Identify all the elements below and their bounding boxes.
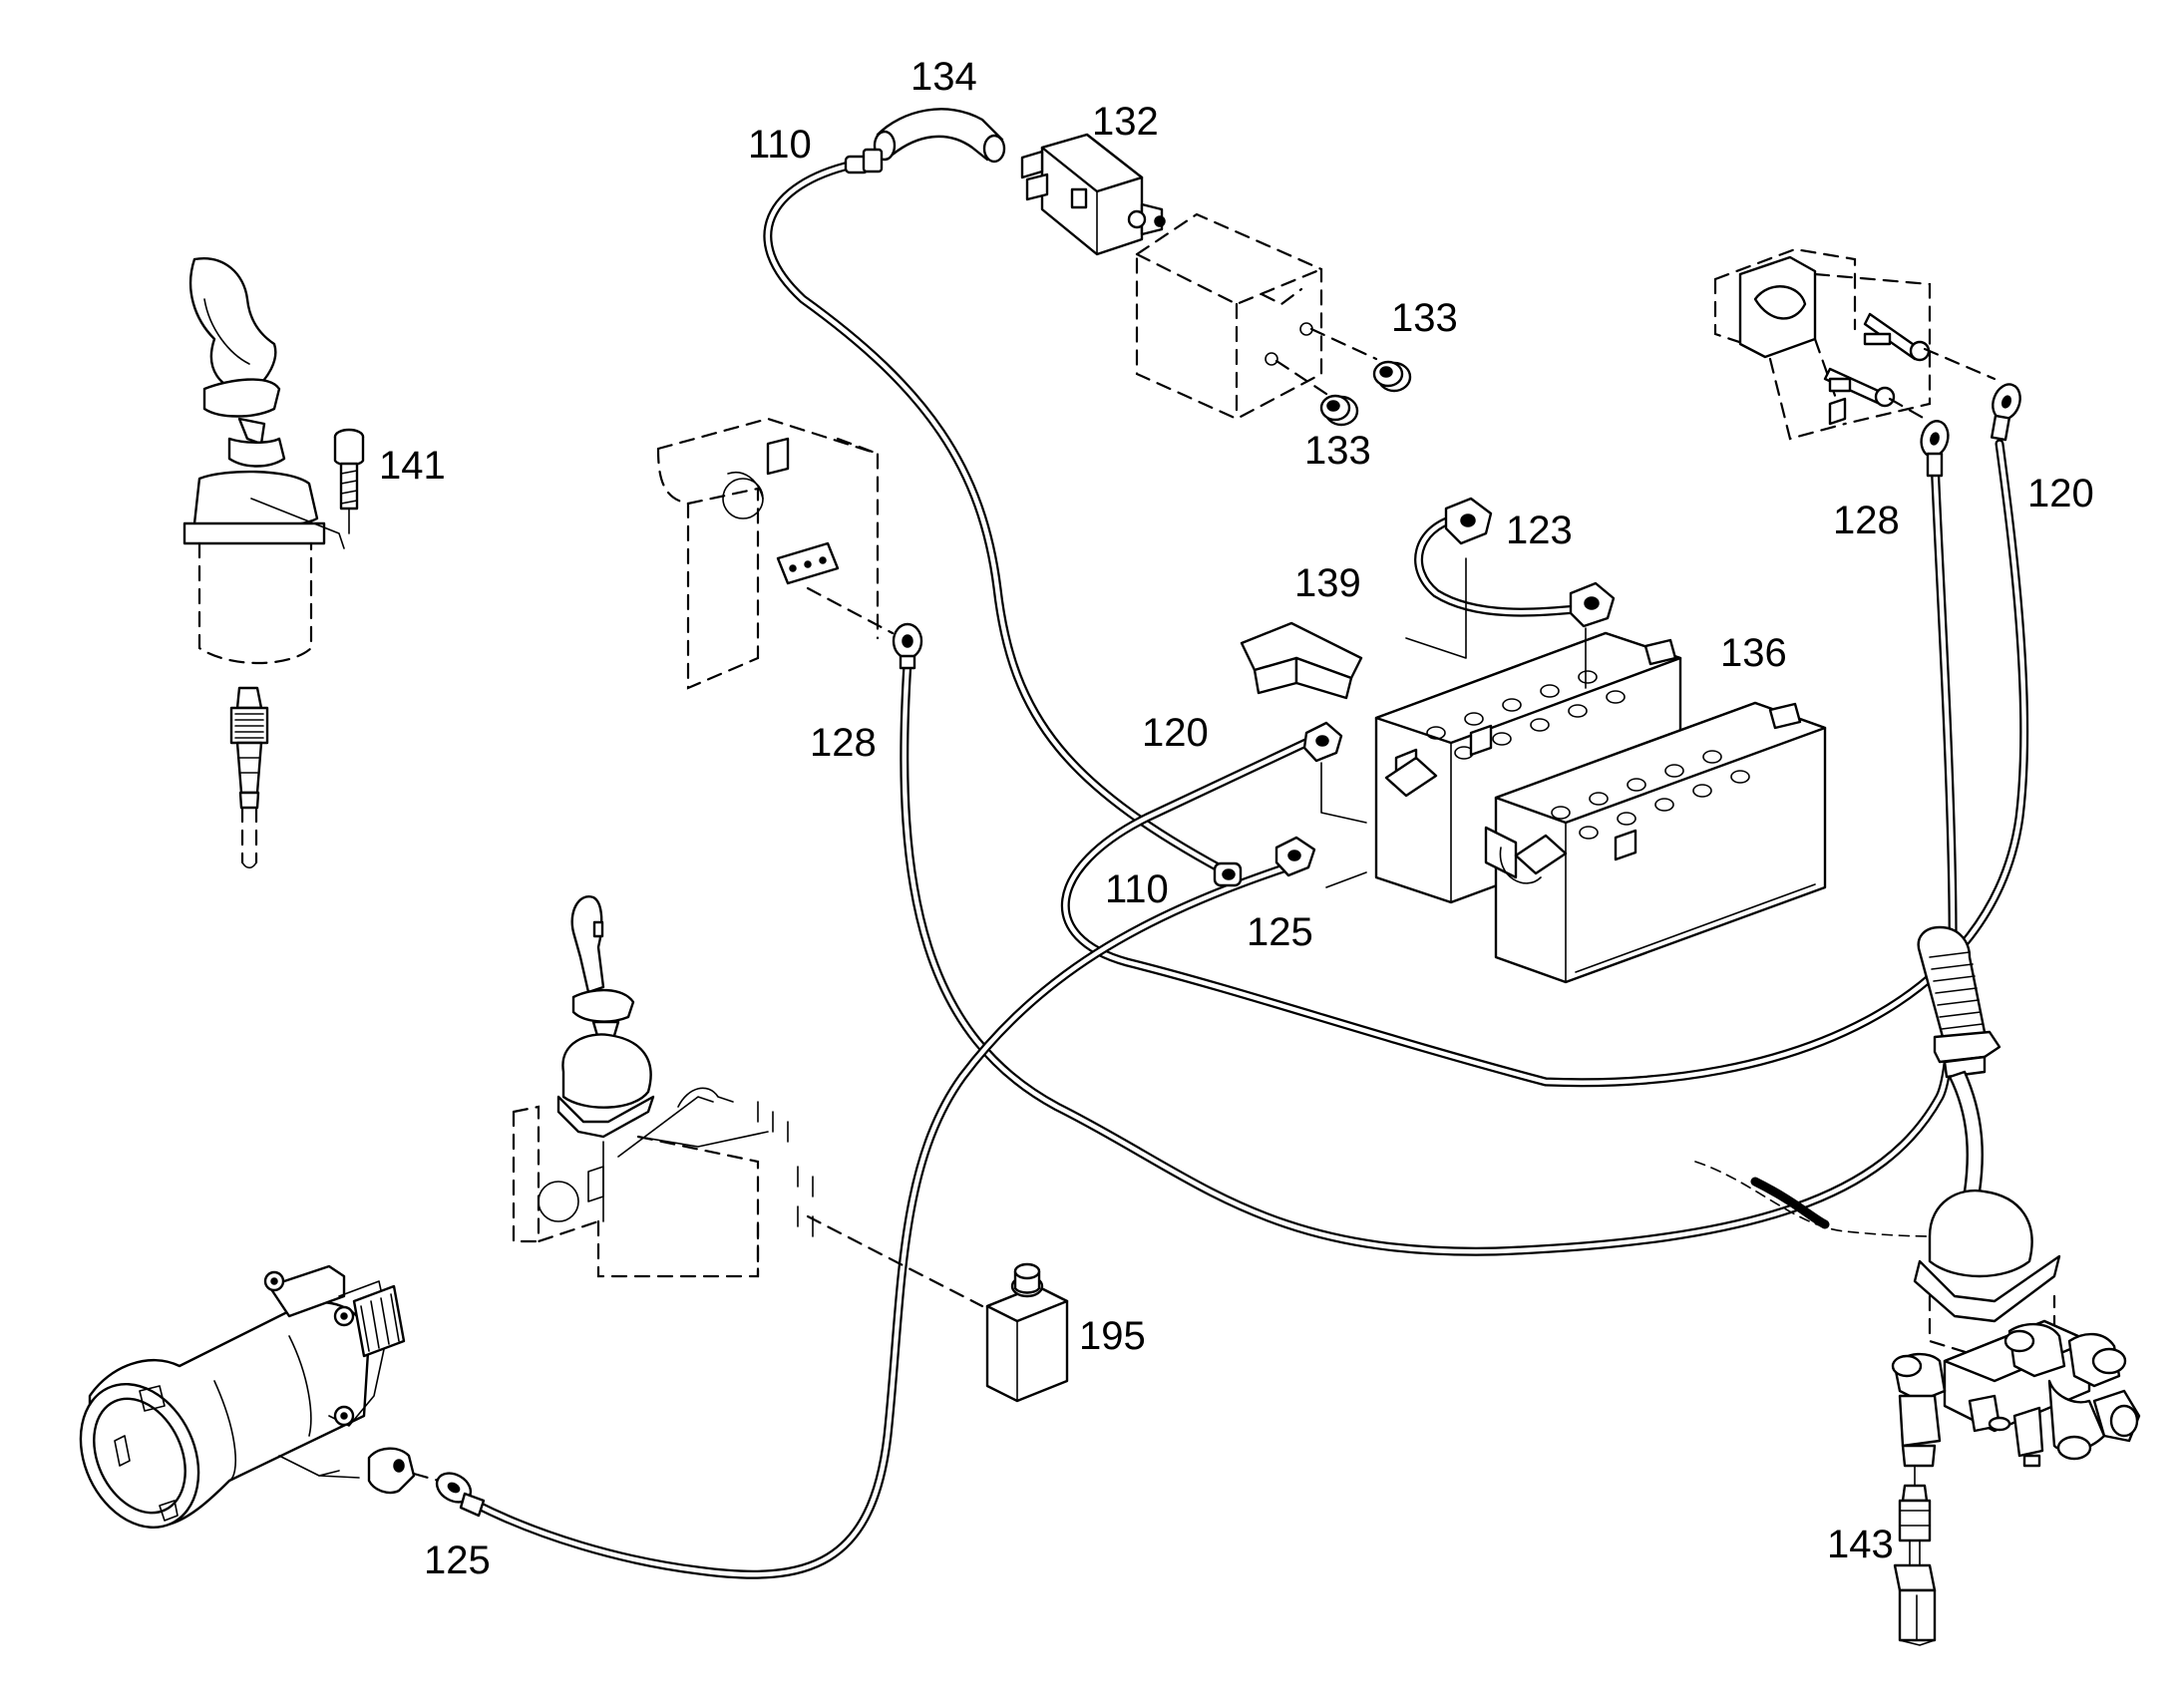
cell-cap [1551,806,1571,820]
cell-cap [1540,684,1560,698]
switch-195 [985,1262,1069,1403]
mounting-block [1135,212,1378,421]
hose-134 [873,108,1006,164]
cell-cap [1530,718,1550,732]
starter-motor [79,1264,406,1530]
ring-terminal-128-right [1920,420,1950,478]
label-136: 136 [1720,631,1787,675]
clamp-120-battery [1302,721,1367,824]
joystick-right [1913,925,2061,1363]
label-128-right: 128 [1833,499,1900,542]
label-128-left: 128 [810,721,877,765]
cable-120 [1060,439,2029,1088]
pressure-switch-143 [1893,1465,1937,1646]
cover-139 [1240,621,1363,700]
jumper-cable-123 [1405,497,1616,689]
label-139: 139 [1294,561,1361,605]
terminal-110-battery [1213,861,1243,887]
starter-relay-box [1713,247,1997,441]
label-134: 134 [910,55,977,99]
frame-section-lower [512,1087,984,1308]
joystick-left [182,257,345,869]
cell-cap [1568,704,1588,718]
cable-128-left [900,454,1958,1256]
cell-cap [1627,778,1646,792]
cable-harness-right [1694,1161,1941,1237]
frame-section-upper [656,417,895,690]
valve-block-right [1891,1319,2141,1468]
grommet-133-lower [1319,394,1359,427]
joystick-middle [556,895,655,1139]
cell-cap [1426,726,1446,740]
battery-terminals [1384,638,1802,875]
cell-cap [1606,690,1626,704]
label-143: 143 [1827,1523,1894,1566]
clamp-125-battery [1274,836,1367,888]
bolt-141 [333,428,365,534]
label-110-top: 110 [748,123,812,167]
label-120-right: 120 [2027,472,2094,515]
cell-cap [1578,670,1598,684]
label-141: 141 [379,444,446,488]
label-125-motor: 125 [424,1538,491,1582]
cell-cap [1730,770,1750,784]
cell-cap [1702,750,1722,764]
circuit-breaker-132 [1020,133,1166,256]
ring-terminal-128-left [892,622,923,670]
cell-cap [1502,698,1522,712]
callout-labels: 110 134 132 133 133 141 123 139 136 128 … [379,55,2094,1582]
cell-cap [1464,712,1484,726]
label-195: 195 [1079,1314,1146,1358]
cell-cap [1492,732,1512,746]
label-133-upper: 133 [1391,296,1458,340]
cell-cap [1617,812,1636,826]
cell-cap [1589,792,1609,806]
cell-cap [1692,784,1712,798]
cable-125 [474,862,1291,1579]
cable-110 [763,160,1242,882]
ring-terminal-120-right [1990,383,2021,442]
cell-cap [1654,798,1674,812]
battery-rear-cells [1426,670,1626,760]
label-110-battery: 110 [1105,867,1169,911]
grommet-133-upper [1372,360,1412,393]
label-133-lower: 133 [1304,429,1371,473]
cell-cap [1579,826,1599,840]
label-125-battery: 125 [1247,910,1313,954]
label-120-battery: 120 [1142,711,1209,755]
label-132: 132 [1092,100,1159,144]
elbow-connector [367,1447,441,1495]
ring-terminal-125-motor [435,1472,486,1518]
battery-front-cells [1551,750,1750,840]
terminal-110-top [844,148,884,174]
label-123: 123 [1506,509,1573,552]
battery-front [1484,701,1827,984]
cell-cap [1664,764,1684,778]
